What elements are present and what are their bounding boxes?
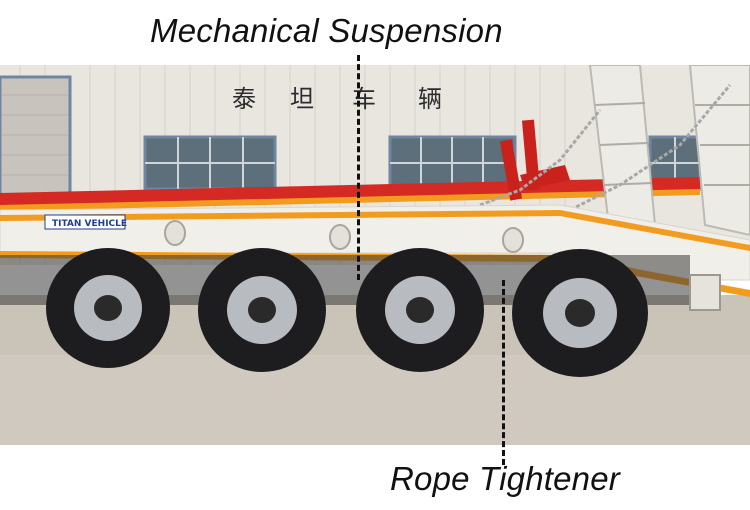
chain-left (479, 109, 602, 207)
chain-right (559, 84, 732, 217)
trailer-photo: 泰 坦 车 辆 (0, 65, 750, 445)
titan-badge (44, 214, 126, 230)
wall-sign-char-4: 辆 (418, 85, 442, 113)
wheel-3 (356, 248, 484, 372)
wall-sign-char-2: 坦 (290, 85, 314, 113)
wheel-4 (512, 249, 648, 377)
red-supports (499, 119, 570, 201)
window-left (143, 135, 277, 191)
suspension-plates (164, 220, 524, 253)
wheel-1 (46, 248, 170, 368)
rope-tightener-leader-line (502, 280, 505, 465)
wall-sign-char-1: 泰 (232, 85, 256, 113)
rear-support (689, 274, 721, 311)
titan-badge-text: TITAN VEHICLE (52, 219, 127, 229)
mechanical-suspension-label: Mechanical Suspension (150, 12, 503, 49)
suspension-leader-line (357, 55, 360, 280)
rope-tightener-label: Rope Tightener (390, 460, 620, 497)
wheel-2 (198, 248, 326, 372)
wall-sign-char-3: 车 (352, 85, 376, 113)
window-middle (388, 135, 517, 191)
